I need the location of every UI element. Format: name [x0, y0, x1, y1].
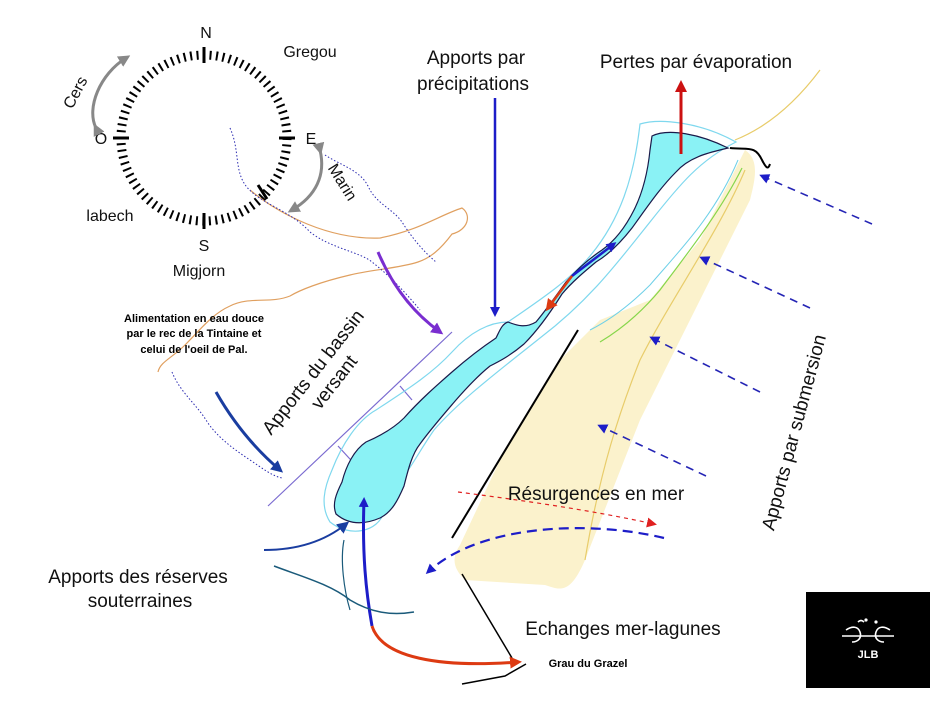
label-echanges: Echanges mer-lagunes	[525, 619, 720, 640]
label-precip-line2: précipitations	[417, 74, 529, 95]
compass-migjorn: Migjorn	[173, 263, 225, 280]
label-alimentation-line3: celui de l'oeil de Pal.	[140, 344, 247, 356]
label-precip-line1: Apports par	[427, 48, 526, 69]
groundwater-line-1	[273, 565, 415, 615]
submersion-arrow-2	[699, 256, 811, 309]
beach-area	[454, 150, 755, 589]
label-resurgences: Résurgences en mer	[508, 484, 685, 505]
groundwater-line-2	[341, 539, 351, 611]
groundwater-arrow-1	[263, 521, 350, 551]
jlb-logo-icon: JLB	[842, 618, 894, 661]
lagoon-outline-cyan	[323, 120, 738, 532]
compass-tick-se	[256, 184, 269, 200]
label-reserves-line1: Apports des réserves	[48, 567, 228, 588]
coast-black-1	[451, 329, 579, 539]
compass-marin: Marin	[324, 161, 360, 204]
internal-arrow-up	[571, 242, 617, 277]
watershed-line-3	[399, 385, 413, 401]
lagoon-water	[333, 131, 730, 524]
shore-yellow-2	[584, 169, 746, 561]
label-evaporation: Pertes par évaporation	[600, 52, 792, 73]
compass-east: E	[306, 131, 317, 148]
watershed-arrow-2	[214, 391, 284, 473]
lido-strip	[451, 69, 821, 685]
cers-arrow	[91, 55, 131, 137]
label-submersion: Apports par submersion	[758, 332, 830, 532]
label-grau: Grau du Grazel	[549, 658, 628, 670]
label-alimentation-line2: par le rec de la Tintaine et	[127, 328, 262, 340]
compass-west: O	[95, 131, 107, 148]
submersion-arrow-1	[759, 174, 873, 225]
marin-arrow	[287, 141, 325, 213]
coast-black-2	[461, 573, 513, 659]
watershed-line-1	[267, 331, 453, 507]
compass-north: N	[200, 25, 212, 42]
internal-arrow-down	[545, 275, 573, 312]
stream-3	[171, 371, 283, 479]
compass-cers: Cers	[61, 74, 92, 112]
label-alimentation-line1: Alimentation en eau douce	[124, 313, 264, 325]
logo-text: JLB	[858, 649, 879, 661]
resurgence-arrow	[457, 491, 657, 528]
shore-green	[599, 167, 743, 343]
watershed	[157, 127, 469, 507]
stream-1	[229, 127, 421, 311]
coast-black-3	[461, 663, 527, 685]
lagoon	[323, 120, 738, 532]
compass-dial	[116, 50, 292, 226]
shore-yellow-1	[734, 69, 821, 141]
compass-south: S	[199, 238, 210, 255]
compass-labech: labech	[86, 208, 133, 225]
watershed-arrow-1	[376, 251, 444, 335]
shore-cyan	[589, 159, 739, 331]
submersion-arrow-3	[649, 336, 761, 393]
groundwater-arrow-2	[358, 497, 374, 627]
exchange-arrow-out	[370, 625, 522, 669]
jlb-logo: JLB	[806, 592, 930, 688]
watershed-boundary	[157, 189, 469, 373]
label-reserves-line2: souterraines	[88, 591, 193, 612]
submersion-arrow-4	[597, 424, 707, 477]
coast-black-4	[729, 147, 771, 169]
compass-rose: N S E O Gregou labech Migjorn Cers Marin	[61, 25, 360, 280]
compass-gregou: Gregou	[283, 44, 336, 61]
